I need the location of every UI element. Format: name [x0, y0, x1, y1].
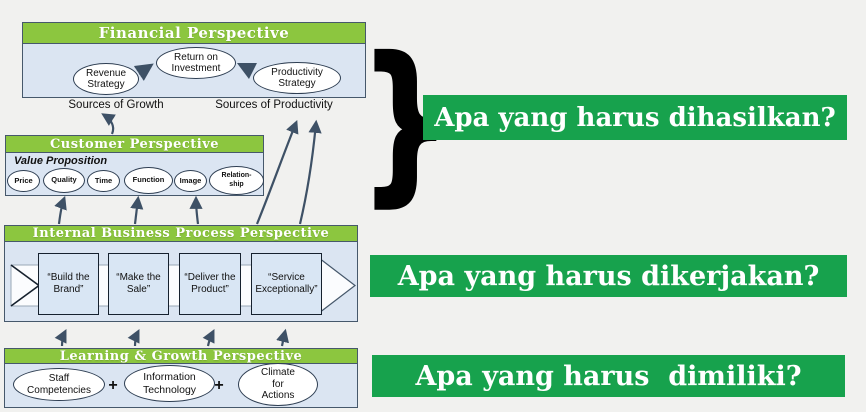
ribbon-arrowhead-icon [318, 256, 356, 315]
build-the-brand-step: “Build the Brand” [38, 253, 99, 315]
return-on-investment-node: Return on Investment [156, 47, 236, 79]
banner-question-possess: Apa yang harus dimiliki? [372, 355, 845, 397]
productivity-strategy-node: Productivity Strategy [253, 62, 341, 94]
plus-sign-1: + [108, 377, 118, 394]
learning-growth-perspective-title: Learning & Growth Perspective [5, 349, 357, 364]
sources-of-productivity-caption: Sources of Productivity [215, 99, 333, 111]
image-node: Image [174, 170, 207, 192]
learning-growth-perspective-panel: Learning & Growth Perspective Staff Comp… [4, 348, 358, 408]
sources-of-growth-caption: Sources of Growth [68, 99, 164, 111]
plus-sign-2: + [214, 377, 224, 394]
relationship-node: Relation- ship [209, 166, 264, 195]
financial-perspective-panel: Financial Perspective Revenue Strategy R… [22, 22, 366, 98]
internal-process-perspective-panel: Internal Business Process Perspective “B… [4, 225, 358, 322]
banner-question-work: Apa yang harus dikerjakan? [370, 255, 847, 297]
ribbon-chevron-icon [10, 264, 41, 307]
climate-for-actions-node: Climate for Actions [238, 363, 318, 406]
customer-perspective-panel: Customer Perspective Value Proposition P… [5, 135, 264, 196]
service-exceptionally-step: “Service Exceptionally” [251, 253, 322, 315]
deliver-the-product-step: “Deliver the Product” [179, 253, 241, 315]
information-technology-node: Information Technology [124, 365, 215, 402]
staff-competencies-node: Staff Competencies [13, 368, 105, 401]
function-node: Function [124, 167, 173, 194]
quality-node: Quality [43, 168, 85, 193]
time-node: Time [87, 170, 120, 192]
make-the-sale-step: “Make the Sale” [108, 253, 169, 315]
banner-question-output: Apa yang harus dihasilkan? [423, 95, 847, 140]
internal-process-perspective-title: Internal Business Process Perspective [5, 226, 357, 242]
customer-perspective-title: Customer Perspective [6, 136, 263, 153]
revenue-strategy-node: Revenue Strategy [73, 63, 139, 95]
financial-perspective-title: Financial Perspective [23, 23, 365, 44]
value-proposition-label: Value Proposition [14, 155, 108, 167]
price-node: Price [7, 170, 40, 192]
